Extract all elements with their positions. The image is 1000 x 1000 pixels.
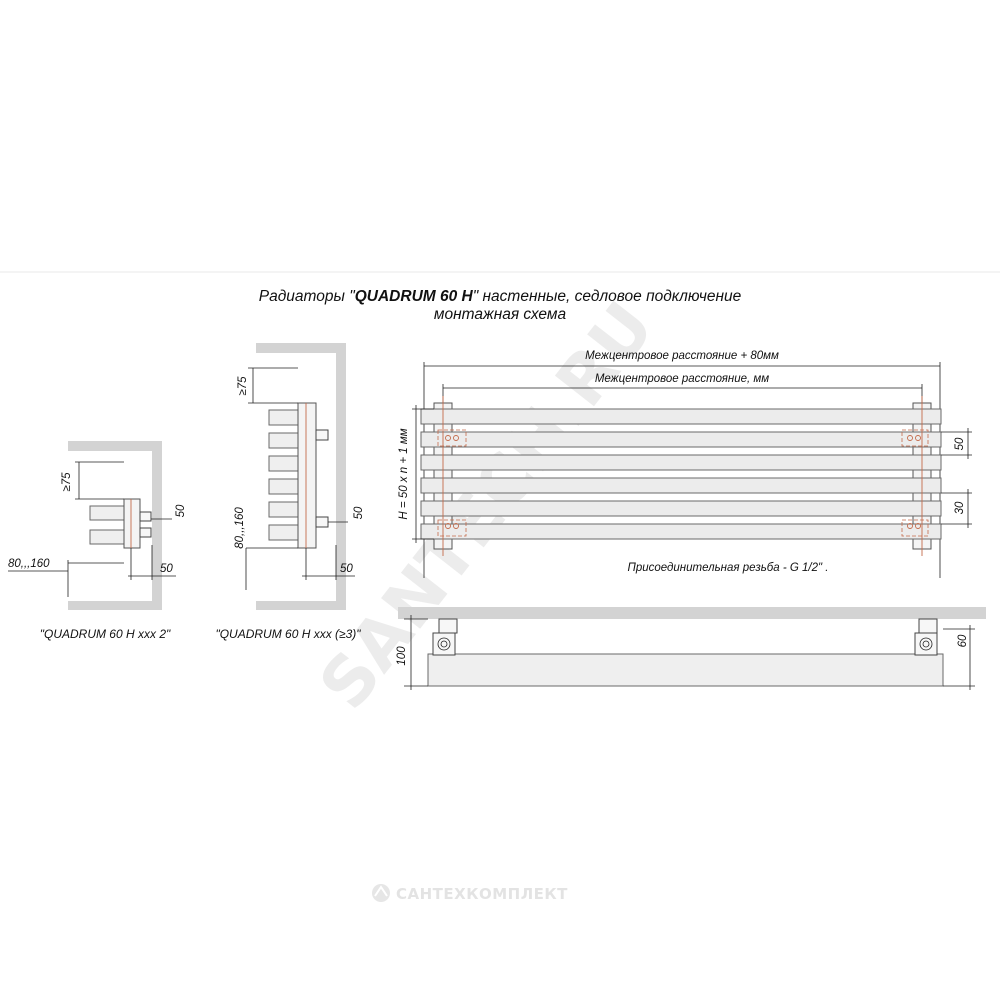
- wall-section: [256, 343, 346, 610]
- valve-left-ring: [437, 637, 451, 651]
- radiator-body-top: [427, 653, 944, 687]
- title-line: Радиаторы "QUADRUM 60 H" настенные, седл…: [259, 288, 742, 305]
- radiator-bar: [420, 454, 942, 471]
- side-view-large: ≥75 50 50 80,,,160 "QUADRUM 60 H xxx (≥3…: [215, 343, 365, 641]
- brand-name: САНТЕХКОМПЛЕКТ: [396, 885, 568, 903]
- title-model: QUADRUM 60 H: [355, 288, 474, 305]
- radiator-bar: [268, 432, 299, 449]
- fitting-right-top: [901, 429, 929, 447]
- dim-height-label: H = 50 x n + 1 мм: [398, 428, 410, 519]
- dim-depth-label: 60: [957, 634, 969, 647]
- title-prefix: Радиаторы ": [259, 288, 356, 305]
- caption-small: "QUADRUM 60 H xxx 2": [40, 627, 171, 641]
- wall-top-view: [398, 607, 986, 619]
- valve-right: [914, 632, 938, 656]
- collector-column: [297, 402, 317, 549]
- bracket-right: [918, 618, 938, 634]
- radiator-bar: [89, 529, 125, 545]
- wall-bracket: [139, 527, 152, 538]
- wall-bracket: [315, 516, 329, 528]
- front-view: Межцентровое расстояние + 80мм Межцентро…: [398, 350, 972, 578]
- radiator-bar: [268, 524, 299, 541]
- bracket-left: [438, 618, 458, 634]
- side-view-small: ≥75 50 50 80,,,160 "QUADRUM 60 H xxx 2": [8, 441, 187, 641]
- radiator-bar: [420, 500, 942, 517]
- radiator-bar: [268, 501, 299, 518]
- title-suffix: " настенные, седловое подключение: [473, 288, 742, 305]
- footer-brand: САНТЕХКОМПЛЕКТ: [372, 884, 568, 903]
- wall-bracket: [139, 511, 152, 522]
- valve-right-ring: [919, 637, 933, 651]
- dim-floor-label: 80,,,160: [234, 507, 246, 549]
- radiator-bar: [420, 408, 942, 425]
- fitting-left-top: [437, 429, 467, 447]
- dim-depth-label: 50: [175, 504, 187, 517]
- radiator-bar: [420, 523, 942, 540]
- diagram-title: Радиаторы "QUADRUM 60 H" настенные, седл…: [259, 288, 742, 323]
- dim-min-gap-label: ≥75: [237, 376, 249, 396]
- collector-column: [123, 498, 141, 549]
- fitting-right-bottom: [901, 519, 929, 537]
- dim-floor-label: 80,,,160: [8, 558, 50, 570]
- fitting-left-bottom: [437, 519, 467, 537]
- thread-note: Присоединительная резьба - G 1/2" .: [628, 562, 829, 574]
- dim-wall-label: 100: [396, 646, 408, 666]
- valve-left: [432, 632, 456, 656]
- title-subtitle: монтажная схема: [434, 306, 567, 323]
- caption-large: "QUADRUM 60 H xxx (≥3)": [215, 627, 361, 641]
- wall-section: [68, 441, 162, 610]
- radiator-bar: [89, 505, 125, 521]
- radiator-bar: [420, 431, 942, 448]
- radiator-bar: [268, 409, 299, 426]
- wall-bracket: [315, 429, 329, 441]
- dim-bottom-label: 30: [954, 501, 966, 514]
- dim-min-gap-label: ≥75: [61, 472, 73, 492]
- brand-logo-icon: [372, 884, 390, 902]
- dim-center-label: Межцентровое расстояние, мм: [595, 373, 769, 385]
- radiator-bar: [268, 478, 299, 495]
- top-view: 100 60: [396, 607, 986, 690]
- radiator-bar: [268, 455, 299, 472]
- dim-offset-label: 50: [160, 563, 173, 575]
- dim-pitch-label: 50: [954, 437, 966, 450]
- dim-depth-label: 50: [353, 506, 365, 519]
- dim-total-label: Межцентровое расстояние + 80мм: [585, 350, 779, 362]
- radiator-bar: [420, 477, 942, 494]
- dim-offset-label: 50: [340, 563, 353, 575]
